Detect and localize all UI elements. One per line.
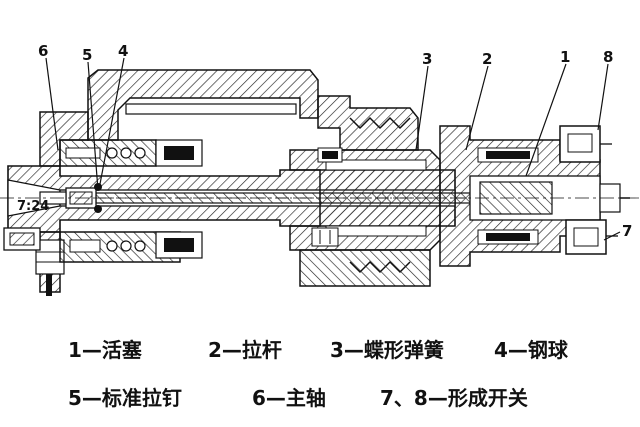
legend-item: 1—活塞 [68, 338, 142, 362]
spindle-cross-section: 7:24 6 5 4 3 2 1 8 7 [0, 42, 640, 296]
legend-item: 7、8—形成开关 [380, 386, 528, 410]
callout-3: 3 [422, 50, 432, 68]
spindle-nose-nut [3, 227, 41, 251]
switch-7 [565, 219, 618, 255]
legend-item: 6—主轴 [252, 386, 326, 410]
callout-5: 5 [82, 46, 92, 64]
callout-8: 8 [603, 48, 613, 66]
legend-item: 2—拉杆 [208, 338, 282, 362]
housing-upper [87, 69, 419, 151]
taper-label: 7:24 [17, 199, 49, 214]
legend-item: 4—钢球 [494, 338, 568, 362]
switch-8 [559, 125, 612, 163]
leader-lines [45, 57, 621, 241]
callout-7: 7 [622, 222, 632, 240]
callout-2: 2 [482, 50, 492, 68]
legend-item: 5—标准拉钉 [68, 386, 182, 410]
legend-item: 3—蝶形弹簧 [330, 338, 444, 362]
callout-6: 6 [38, 42, 48, 60]
disc-spring-housing [289, 116, 441, 287]
callout-4: 4 [118, 42, 128, 60]
callout-1: 1 [560, 48, 570, 66]
